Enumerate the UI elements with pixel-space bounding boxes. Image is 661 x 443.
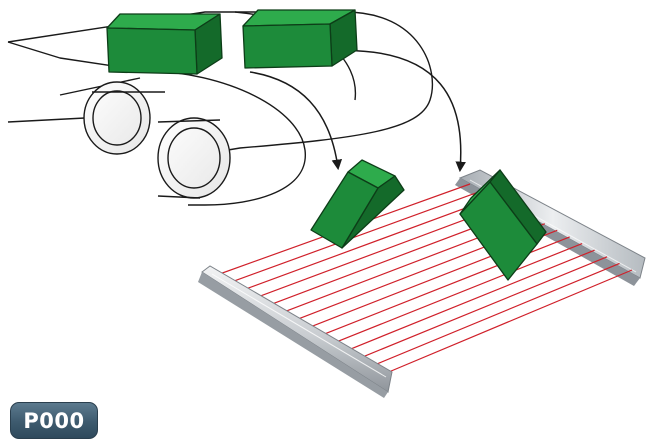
light-beams: [213, 183, 633, 375]
curved-arrow-icon: [249, 49, 466, 173]
light-beam: [357, 256, 608, 360]
belt-front-lower: [7, 117, 86, 123]
falling-box-left: [310, 159, 405, 249]
fall-arrow-left: [249, 71, 343, 171]
badge-label: P000: [23, 408, 85, 433]
light-beam: [318, 236, 570, 337]
light-beam: [331, 242, 583, 345]
fall-arrow-right: [317, 49, 466, 173]
light-beam: [226, 190, 483, 285]
falling-box-right: [459, 169, 547, 281]
light-beam: [344, 249, 595, 352]
belt-box-right: [242, 9, 358, 69]
light-beam: [239, 196, 496, 292]
belt-box-left: [106, 13, 223, 75]
rear-roller: [83, 81, 165, 155]
package-box-icon: [106, 9, 547, 281]
belt-front-edge: [139, 69, 306, 206]
front-roller: [157, 117, 231, 199]
emitter-bar: [198, 265, 393, 398]
product-code-badge: P000: [10, 402, 98, 439]
light-curtain-icon: [198, 169, 646, 398]
belt-top-surface: [7, 11, 434, 159]
light-beam: [370, 262, 620, 368]
light-beam: [383, 269, 633, 375]
